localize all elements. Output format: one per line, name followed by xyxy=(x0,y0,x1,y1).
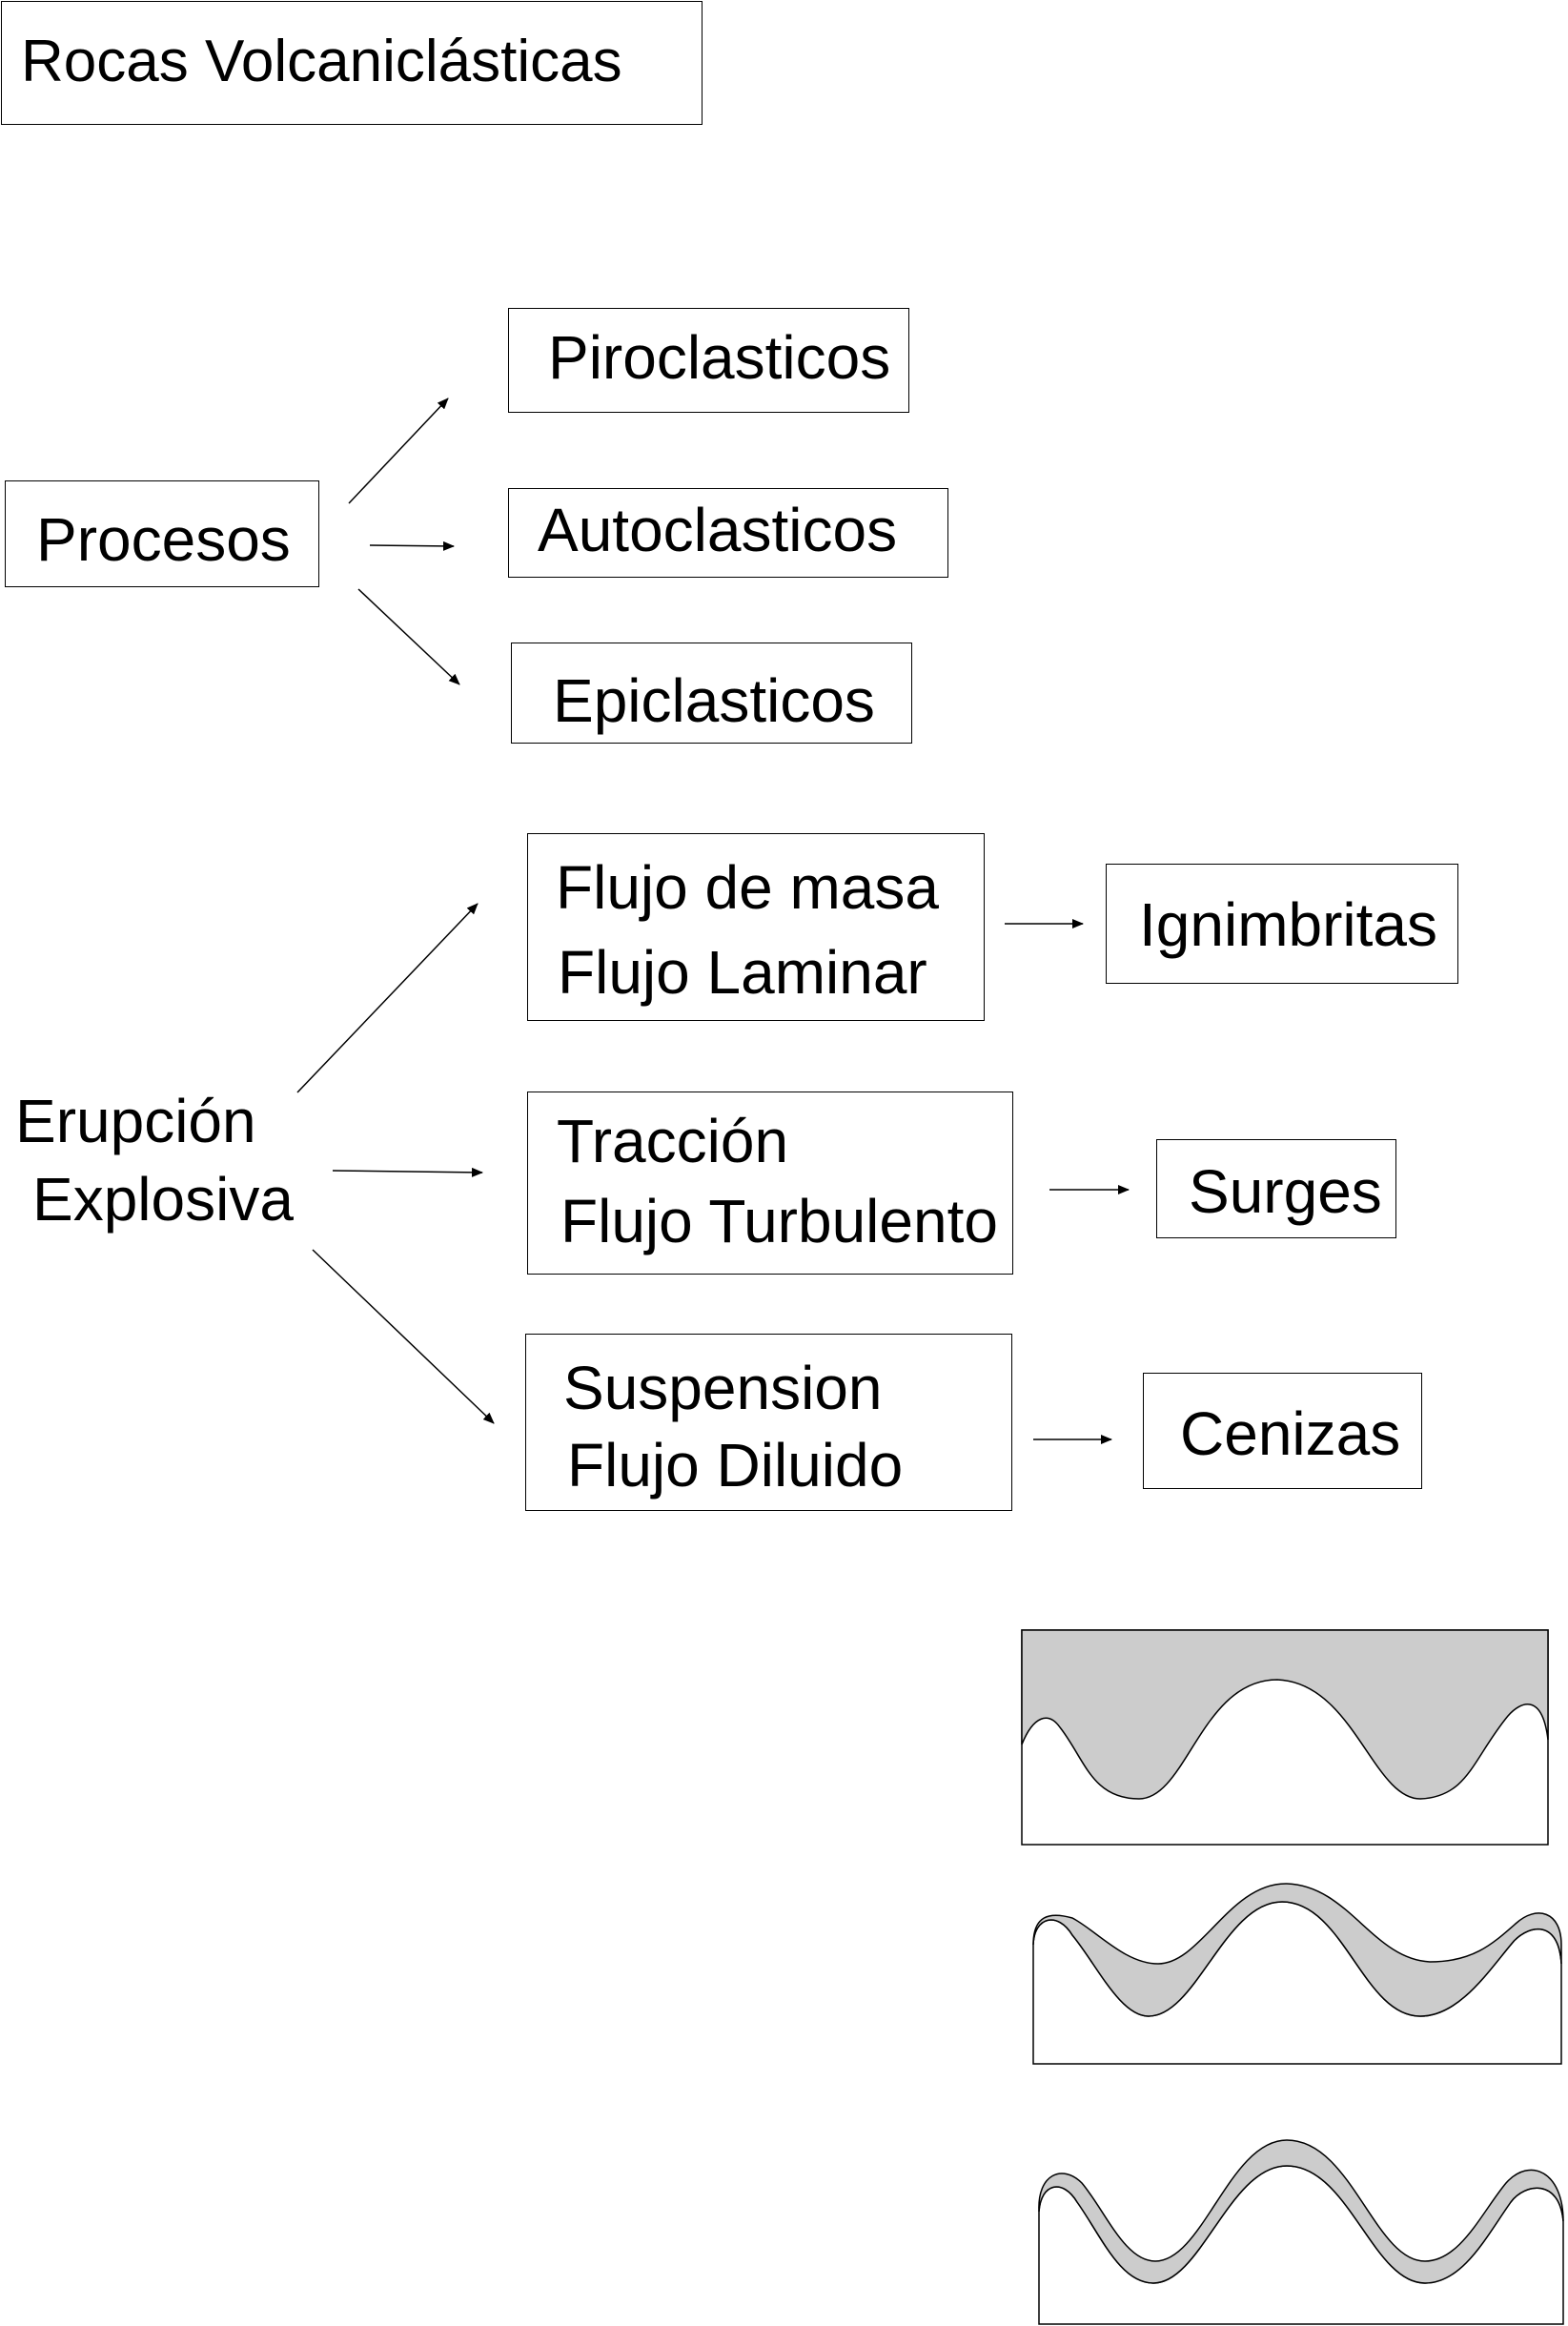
ignimbritas-label: Ignimbritas xyxy=(1139,890,1437,959)
cenizas-box xyxy=(1143,1373,1422,1489)
flujo-masa-line1: Flujo de masa xyxy=(556,853,939,922)
suspension-line1: Suspension xyxy=(563,1354,883,1422)
arrow-erupcion-suspension xyxy=(312,1249,495,1424)
ash-deposit-illustration xyxy=(1038,2139,1564,2325)
flujo-masa-box xyxy=(527,833,985,1021)
arrow-erupcion-flujo-masa xyxy=(296,903,479,1093)
autoclasticos-box xyxy=(508,488,948,578)
arrow-erupcion-traccion xyxy=(332,1167,483,1177)
erupcion-label-line2: Explosiva xyxy=(32,1165,294,1234)
piroclasticos-label: Piroclasticos xyxy=(548,323,891,392)
cenizas-label: Cenizas xyxy=(1180,1399,1401,1468)
traccion-box xyxy=(527,1092,1013,1275)
page-title: Rocas Volcaniclásticas xyxy=(21,29,622,94)
suspension-box xyxy=(525,1334,1012,1511)
arrow-procesos-autoclasticos xyxy=(369,541,455,551)
title-box xyxy=(1,1,703,125)
epiclasticos-label: Epiclasticos xyxy=(553,666,875,735)
flujo-masa-line2: Flujo Laminar xyxy=(558,938,927,1007)
traccion-line2: Flujo Turbulento xyxy=(560,1187,998,1255)
procesos-label: Procesos xyxy=(36,505,291,574)
surge-deposit-illustration xyxy=(1032,1883,1562,2065)
procesos-box xyxy=(5,480,319,587)
traccion-line1: Tracción xyxy=(557,1107,789,1175)
surges-box xyxy=(1156,1139,1396,1238)
surges-label: Surges xyxy=(1189,1157,1382,1226)
epiclasticos-box xyxy=(511,643,912,744)
ignimbrite-deposit-illustration xyxy=(1021,1629,1549,1846)
erupcion-label-line1: Erupción xyxy=(15,1087,256,1155)
piroclasticos-box xyxy=(508,308,909,413)
arrow-procesos-epiclasticos xyxy=(357,588,460,685)
autoclasticos-label: Autoclasticos xyxy=(538,496,898,564)
suspension-line2: Flujo Diluido xyxy=(567,1431,904,1500)
arrow-procesos-piroclasticos xyxy=(348,398,449,504)
ignimbritas-box xyxy=(1106,864,1458,984)
